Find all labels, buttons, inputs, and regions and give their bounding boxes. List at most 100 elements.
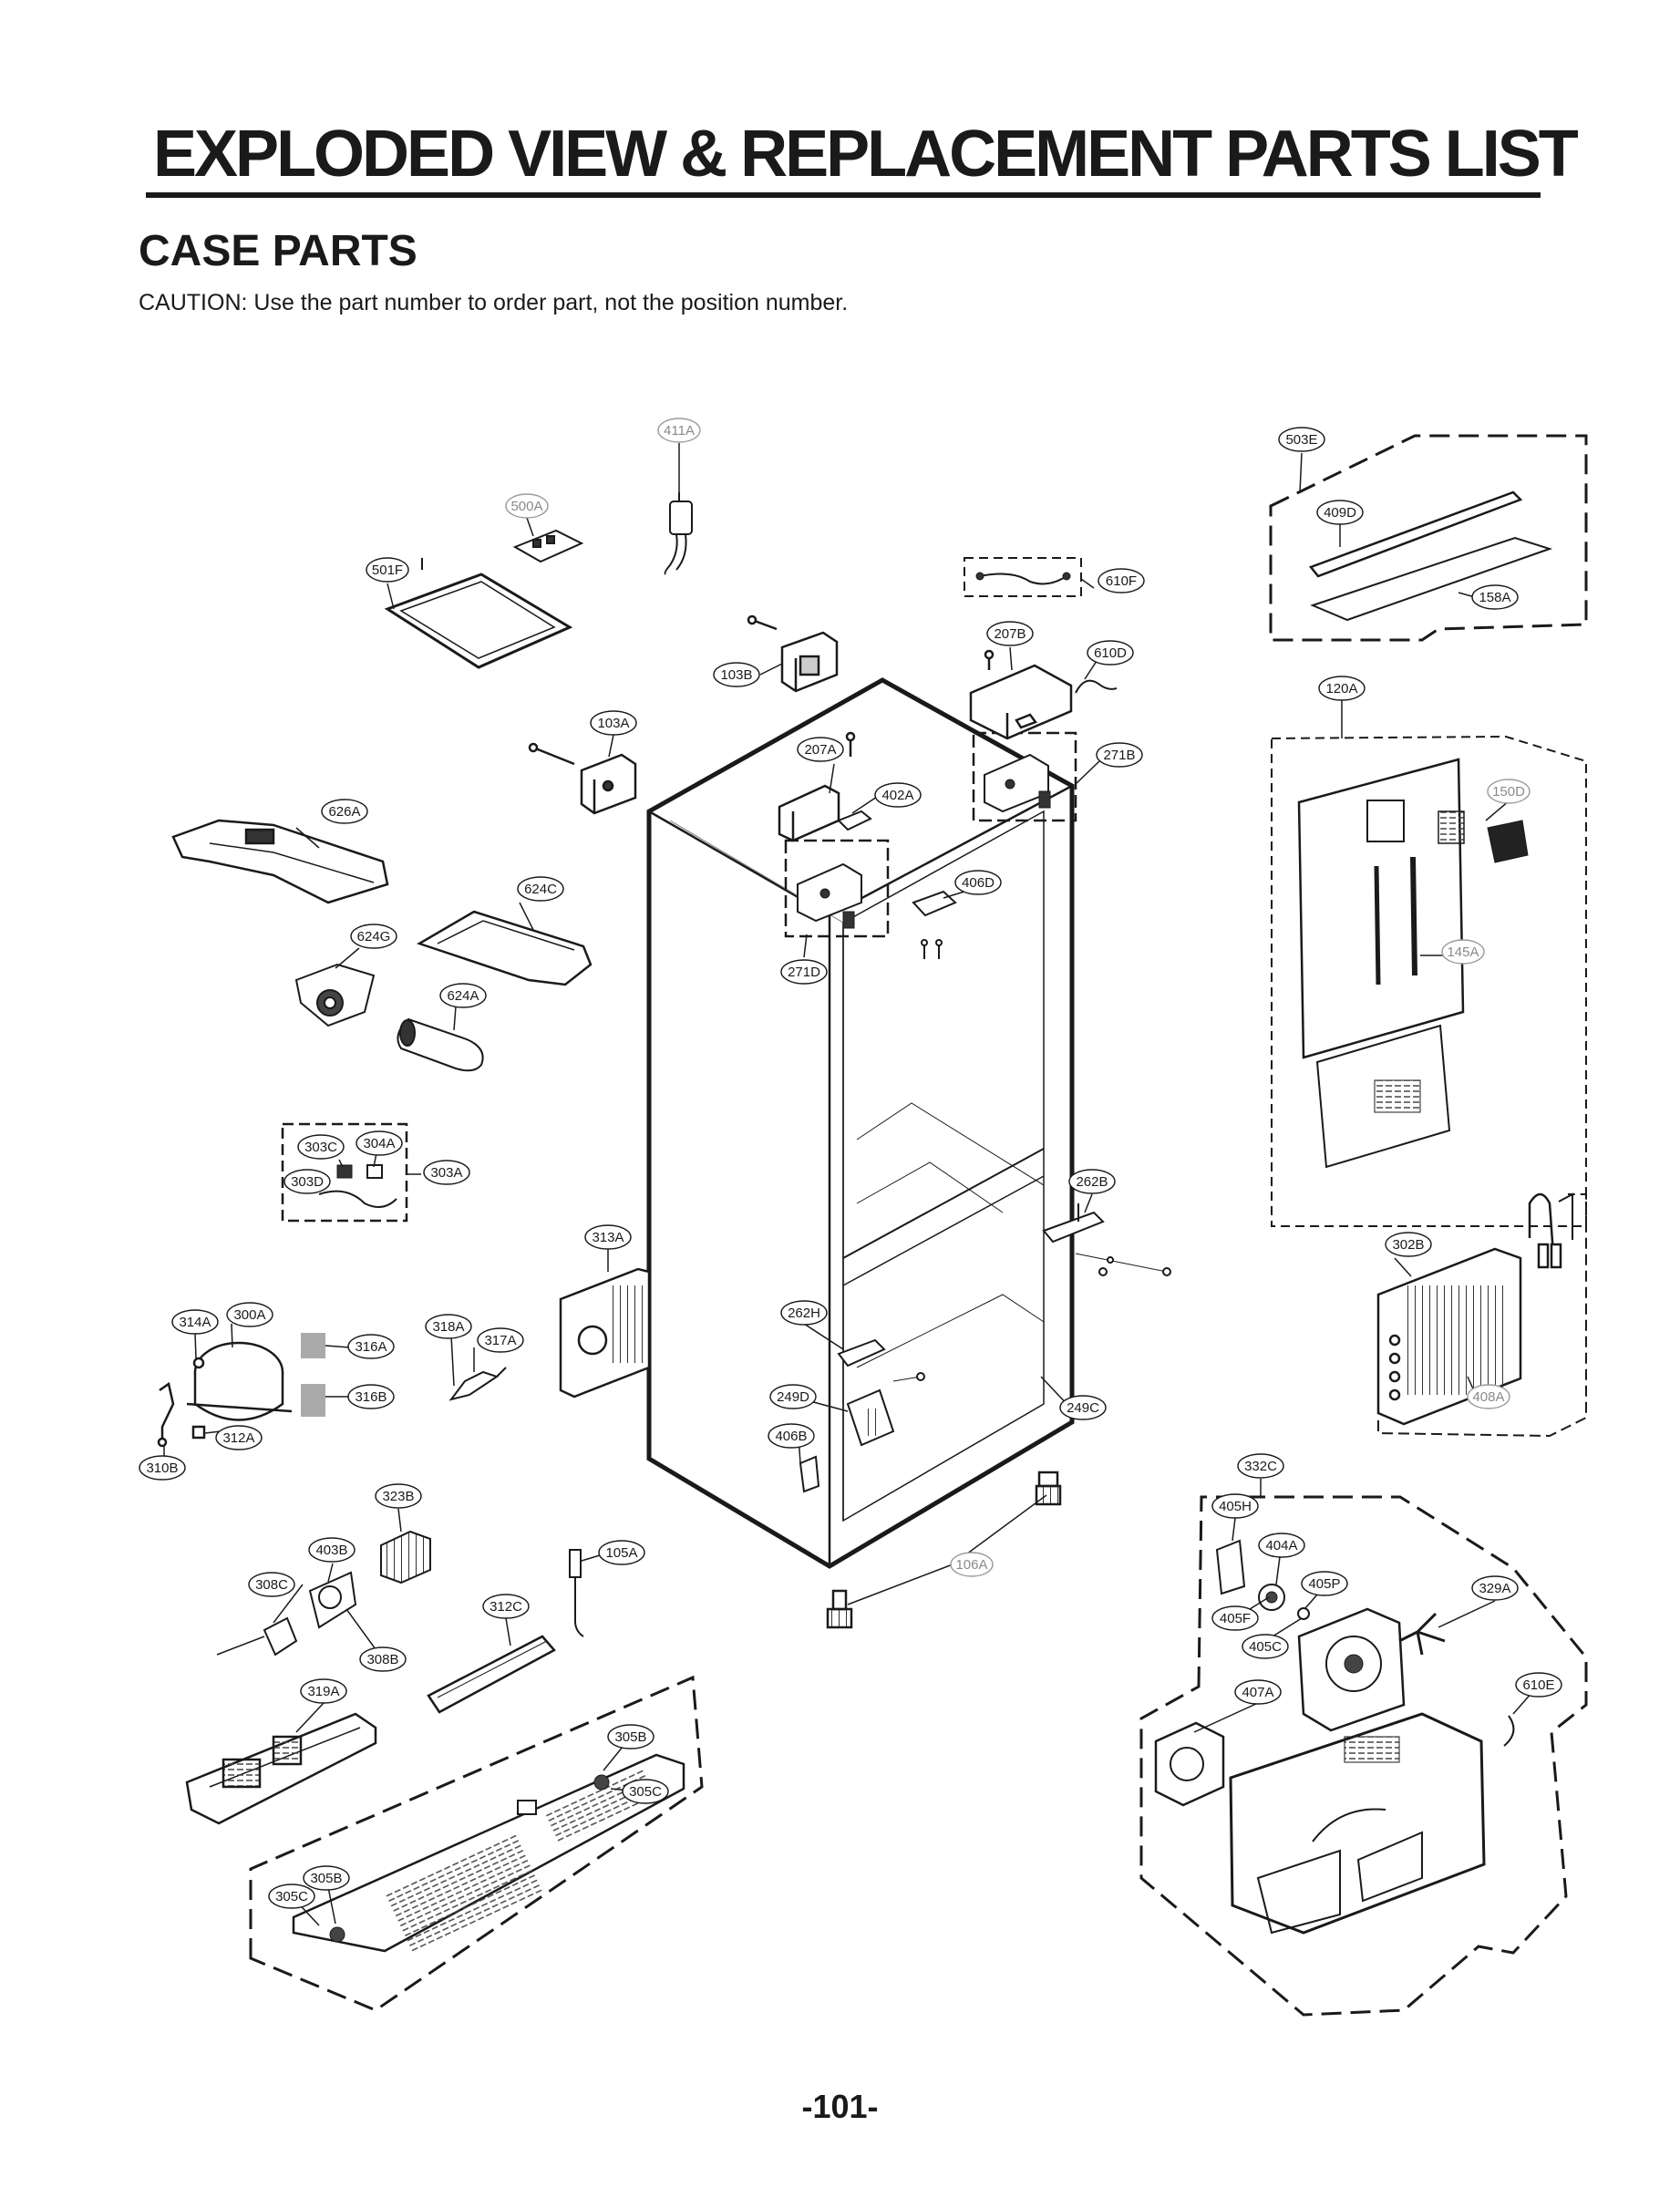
section-title: CASE PARTS [139,227,417,275]
svg-text:303C: 303C [304,1140,337,1155]
callout-610F: 610F [1098,568,1145,593]
caution-note: CAUTION: Use the part number to order pa… [139,290,849,315]
callout-305B-bottom: 305B [303,1865,350,1891]
svg-text:403B: 403B [315,1543,347,1558]
hinge-262h [837,1338,925,1382]
svg-text:406D: 406D [962,875,995,891]
svg-text:610D: 610D [1094,645,1127,661]
filter-624a [397,1017,484,1072]
callout-262H: 262H [780,1300,828,1326]
callout-503E: 503E [1278,427,1325,452]
svg-text:300A: 300A [233,1307,265,1323]
svg-text:303A: 303A [430,1165,462,1181]
svg-text:500A: 500A [510,499,542,514]
callout-303C: 303C [297,1134,345,1160]
callout-145A: 145A [1441,939,1485,965]
callout-312A: 312A [215,1425,263,1450]
svg-text:405C: 405C [1249,1639,1282,1655]
callout-300A: 300A [226,1302,273,1327]
fan-bracket-403b [308,1571,357,1629]
callout-405F: 405F [1211,1605,1259,1631]
callout-303A: 303A [423,1160,470,1185]
svg-text:106A: 106A [955,1557,987,1573]
cover-624c [416,910,593,986]
callout-624G: 624G [350,924,397,949]
callout-500A: 500A [505,493,549,519]
duct-312c [427,1635,556,1714]
bracket-406b [799,1455,820,1493]
callout-332C: 332C [1237,1453,1284,1479]
svg-text:319A: 319A [307,1684,339,1699]
svg-text:316B: 316B [355,1389,387,1405]
svg-text:105A: 105A [605,1545,637,1561]
title-rule [146,192,1541,198]
svg-text:207A: 207A [804,742,836,758]
callout-313A: 313A [584,1224,632,1250]
hinge-271d [784,839,890,938]
hinge-271b [972,731,1077,822]
svg-text:624G: 624G [357,929,391,944]
svg-text:314A: 314A [179,1315,211,1330]
svg-text:310B: 310B [146,1460,178,1476]
bracket-103b [747,614,839,693]
callout-150D: 150D [1487,779,1531,804]
svg-text:308C: 308C [255,1577,288,1593]
valve-317a [448,1367,507,1401]
callout-329A: 329A [1471,1575,1519,1601]
callout-411A: 411A [657,418,701,443]
cover-plate-313a [559,1267,651,1398]
svg-text:624C: 624C [524,882,557,897]
callout-302B: 302B [1385,1232,1432,1257]
evaporator-302b [1376,1247,1522,1426]
svg-text:501F: 501F [372,562,403,578]
svg-text:411A: 411A [664,423,695,439]
svg-text:323B: 323B [382,1489,414,1504]
callout-271B: 271B [1096,742,1143,768]
callout-408A: 408A [1467,1384,1510,1409]
svg-text:610E: 610E [1522,1677,1554,1693]
tray-part [384,558,573,669]
svg-text:271B: 271B [1103,748,1135,763]
evaporator-dashed-box [1377,1193,1587,1438]
callout-626A: 626A [321,799,368,824]
callout-405P: 405P [1301,1571,1348,1596]
callout-308B: 308B [359,1646,407,1672]
callout-312C: 312C [482,1594,530,1619]
svg-text:503E: 503E [1285,432,1317,448]
svg-text:312A: 312A [222,1430,254,1446]
svg-text:150D: 150D [1492,784,1525,800]
svg-text:207B: 207B [994,626,1026,642]
harness-610f [964,557,1082,597]
callout-103B: 103B [713,662,760,687]
svg-text:405H: 405H [1219,1499,1252,1514]
callout-158A: 158A [1471,584,1519,610]
callout-405H: 405H [1211,1493,1259,1519]
pad-316b [301,1384,325,1417]
callout-404A: 404A [1258,1533,1305,1558]
svg-text:305C: 305C [275,1889,308,1904]
callout-249D: 249D [769,1384,817,1409]
svg-text:305B: 305B [614,1729,646,1745]
svg-text:271D: 271D [788,965,820,980]
callout-120A: 120A [1318,676,1366,701]
svg-text:406B: 406B [775,1429,807,1444]
compressor-300a [157,1341,293,1448]
callout-304A: 304A [356,1130,403,1156]
svg-text:409D: 409D [1324,505,1356,521]
wire-610d [1075,679,1118,694]
callout-403B: 403B [308,1537,356,1563]
bracket-103a [528,742,637,815]
svg-text:305B: 305B [310,1871,342,1886]
svg-text:329A: 329A [1479,1581,1510,1596]
hinge-262b [1042,1203,1171,1276]
leader-lines [163,443,1540,1926]
control-board-part [512,529,584,563]
fan-assembly-group [1139,1495,1588,2017]
callout-319A: 319A [300,1678,347,1704]
callout-103A: 103A [590,710,637,736]
svg-text:407A: 407A [1242,1685,1273,1700]
callout-316A: 316A [347,1334,395,1359]
callout-610D: 610D [1087,640,1134,666]
svg-text:304A: 304A [363,1136,395,1151]
motor-624g [294,963,376,1027]
